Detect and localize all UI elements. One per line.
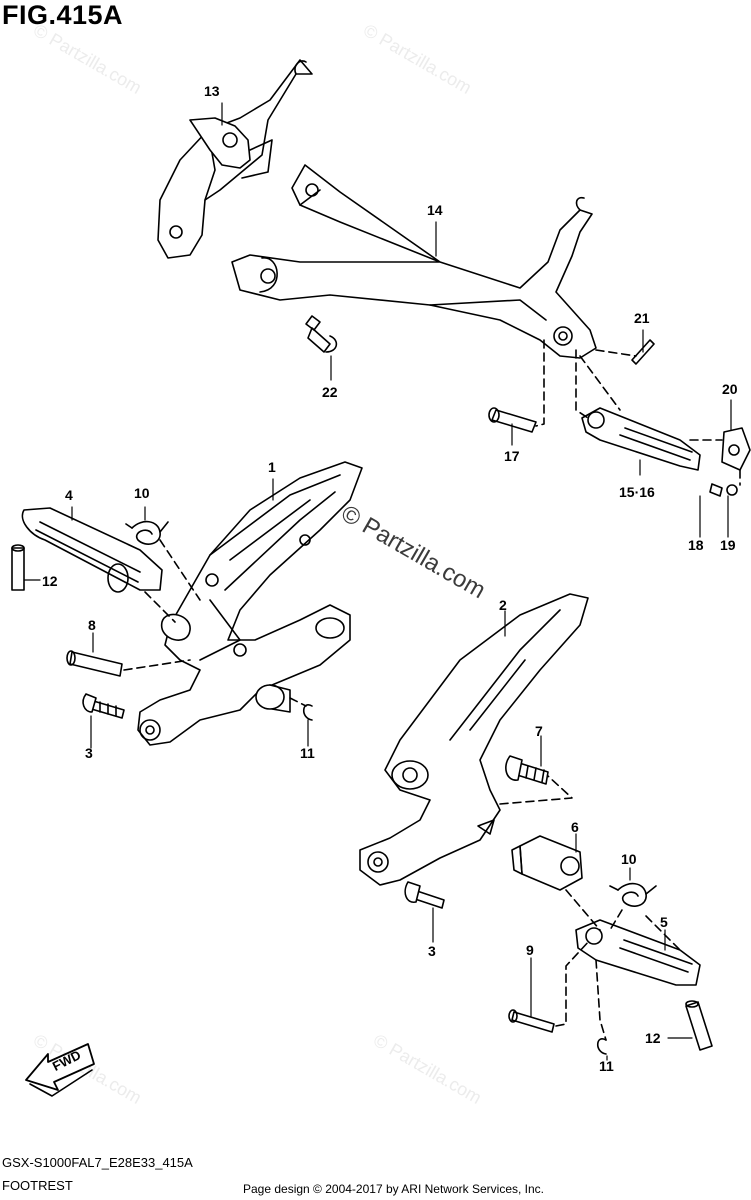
part-7-bolt	[505, 755, 549, 785]
part-12-pin-left	[11, 544, 25, 591]
part-14-bracket	[231, 164, 597, 359]
part-3-bolt-right	[404, 881, 445, 909]
fwd-arrow-icon	[25, 1043, 95, 1097]
part-11-clip-left	[302, 704, 313, 721]
callout-8: 8	[88, 617, 96, 633]
model-code: GSX-S1000FAL7_E28E33_415A	[2, 1155, 193, 1170]
callout-15-16: 15·16	[619, 484, 655, 500]
part-11-clip-right	[596, 1038, 607, 1055]
part-22-bolt	[305, 315, 338, 353]
callout-12-left: 12	[42, 573, 58, 589]
part-4-footpeg	[21, 507, 163, 593]
callout-7: 7	[535, 723, 543, 739]
callout-3-right: 3	[428, 943, 436, 959]
part-6-bushing	[511, 835, 583, 891]
callout-13: 13	[204, 83, 220, 99]
part-17-pin	[488, 407, 537, 433]
callout-10-right: 10	[621, 851, 637, 867]
part-3-bolt-left	[82, 693, 125, 719]
callout-20: 20	[722, 381, 738, 397]
callout-17: 17	[504, 448, 520, 464]
callout-14: 14	[427, 202, 443, 218]
assembly-lines-upper	[535, 339, 741, 486]
callout-9: 9	[526, 942, 534, 958]
part-10-spring-left	[125, 520, 169, 545]
part-8-pin	[66, 650, 123, 677]
callout-18: 18	[688, 537, 704, 553]
part-5-footpeg	[575, 919, 701, 986]
leader-lines	[23, 102, 732, 1061]
assembly-lines-left	[123, 539, 307, 707]
figure-title: FIG.415A	[2, 0, 124, 30]
callout-11-left: 11	[300, 745, 315, 761]
callout-22: 22	[322, 384, 338, 400]
section-name: FOOTREST	[2, 1178, 73, 1193]
part-18-screw	[709, 483, 723, 497]
callout-6: 6	[571, 819, 579, 835]
callout-19: 19	[720, 537, 736, 553]
callout-21: 21	[634, 310, 650, 326]
part-15-16-footpeg	[581, 407, 701, 471]
callout-10-left: 10	[134, 485, 150, 501]
part-1-bracket	[137, 461, 363, 746]
part-12-pin-right	[685, 1000, 713, 1051]
part-13-bracket	[157, 59, 313, 259]
part-2-bracket	[359, 593, 589, 886]
callout-4: 4	[65, 487, 73, 503]
part-19-washer	[726, 484, 738, 496]
callout-2: 2	[499, 597, 507, 613]
part-20-plate	[721, 427, 751, 471]
copyright-notice: Page design © 2004-2017 by ARI Network S…	[243, 1182, 545, 1196]
part-9-pin	[508, 1009, 555, 1033]
callout-3-left: 3	[85, 745, 93, 761]
part-10-spring-right	[609, 882, 657, 907]
callout-1: 1	[268, 459, 276, 475]
callout-5: 5	[660, 914, 668, 930]
callout-11-right: 11	[599, 1058, 614, 1074]
callout-12-right: 12	[645, 1030, 661, 1046]
assembly-lines-right	[499, 775, 681, 1041]
